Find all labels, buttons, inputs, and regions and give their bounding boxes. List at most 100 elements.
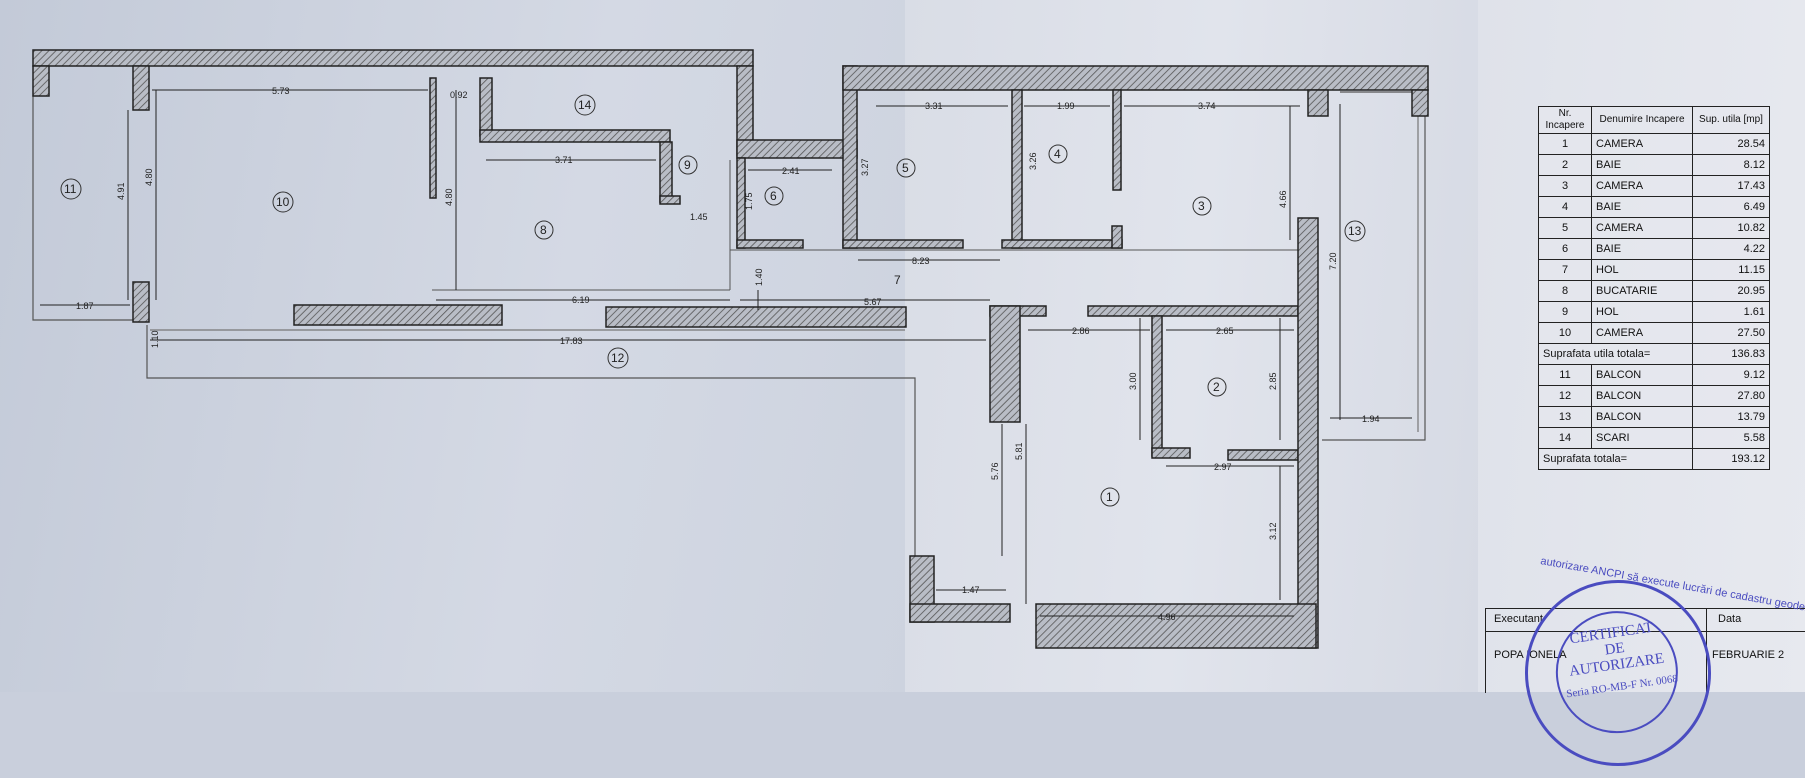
wall-5-left (842, 65, 858, 249)
total-value: 193.12 (1692, 448, 1770, 470)
cell-name: HOL (1591, 301, 1693, 323)
room-label-10: 10 (272, 191, 294, 213)
wall-top-left (32, 49, 754, 67)
cell-area: 9.12 (1692, 364, 1770, 386)
dim-label: 1.45 (690, 212, 708, 222)
paper-sheet-left (0, 0, 910, 692)
room-label-6: 6 (764, 186, 784, 206)
wall-col-lower (132, 281, 150, 323)
room-number: 4 (1054, 147, 1061, 161)
dim-label: 1.47 (962, 585, 980, 595)
room-number: 7 (894, 273, 901, 287)
cell-name: HOL (1591, 259, 1693, 281)
dimension-lines (40, 89, 1412, 617)
cell-nr: 11 (1538, 364, 1592, 386)
wall-bath-6-bottom (736, 239, 804, 249)
balcony-11-outline (32, 95, 133, 321)
room-number: 3 (1198, 199, 1205, 213)
cell-nr: 6 (1538, 238, 1592, 260)
header-suprafata: Sup. utila [mp] (1692, 106, 1770, 134)
room-number: 11 (64, 182, 77, 196)
interior-lines (432, 160, 1300, 291)
room-label-3: 3 (1192, 196, 1212, 216)
wall-top-right (842, 65, 1429, 91)
wall-col-upper (132, 65, 150, 111)
dim-label: 5.73 (272, 86, 290, 96)
room-label-8: 8 (534, 220, 554, 240)
room-number: 6 (770, 189, 777, 203)
total-row: Suprafata totala= 193.12 (1538, 448, 1770, 470)
cell-nr: 1 (1538, 133, 1592, 155)
room-label-12: 12 (607, 347, 629, 369)
subtotal-row: Suprafata utila totala= 136.83 (1538, 343, 1770, 365)
cell-area: 11.15 (1692, 259, 1770, 281)
cell-area: 28.54 (1692, 133, 1770, 155)
dim-label: 1.99 (1057, 101, 1075, 111)
cell-name: BALCON (1591, 364, 1693, 386)
wall-partition-10-8 (429, 77, 437, 199)
dim-label: 1.87 (76, 301, 94, 311)
dim-label: 4.96 (1158, 612, 1176, 622)
wall-2-top (1087, 305, 1299, 317)
executant-label: Executant (1494, 613, 1543, 625)
wall-front-left (293, 304, 503, 326)
dim-label: 5.67 (864, 297, 882, 307)
room-label-1: 1 (1100, 487, 1120, 507)
cell-area: 27.50 (1692, 322, 1770, 344)
dim-label: 1.40 (754, 268, 764, 286)
dim-label: 2.85 (1268, 372, 1278, 390)
dim-label: 2.86 (1072, 326, 1090, 336)
room-number: 10 (276, 195, 290, 209)
cell-nr: 3 (1538, 175, 1592, 197)
room-label-2: 2 (1207, 377, 1227, 397)
room-label-5: 5 (896, 158, 916, 178)
dim-label: 4.66 (1278, 190, 1288, 208)
cell-area: 10.82 (1692, 217, 1770, 239)
balcony-outlines (32, 91, 1426, 570)
dim-label: 3.00 (1128, 372, 1138, 390)
room-number: 12 (611, 351, 625, 365)
dim-label: 3.12 (1268, 522, 1278, 540)
walls (32, 49, 1429, 649)
cell-area: 8.12 (1692, 154, 1770, 176)
dim-label: 5.76 (990, 462, 1000, 480)
wall-1-bottom-right (1035, 603, 1317, 649)
cell-area: 13.79 (1692, 406, 1770, 428)
dim-label: 0.92 (450, 90, 468, 100)
cell-name: BAIE (1591, 154, 1693, 176)
cell-name: CAMERA (1591, 322, 1693, 344)
dimension-labels: 5.73 0.92 3.31 1.99 3.74 4.91 4.80 4.80 … (76, 86, 1380, 622)
cell-nr: 5 (1538, 217, 1592, 239)
table-header-row: Nr. Incapere Denumire Incapere Sup. util… (1538, 106, 1770, 134)
dim-label: 3.31 (925, 101, 943, 111)
cell-area: 6.49 (1692, 196, 1770, 218)
cell-nr: 12 (1538, 385, 1592, 407)
room-label-4: 4 (1048, 144, 1068, 164)
cell-name: BALCON (1591, 406, 1693, 428)
dim-label: 2.97 (1214, 462, 1232, 472)
cell-area: 17.43 (1692, 175, 1770, 197)
title-block: Executant Data POPA IONELA FEBRUARIE 2 (1485, 608, 1805, 693)
title-block-column-divider (1706, 609, 1707, 693)
cell-name: CAMERA (1591, 133, 1693, 155)
cell-nr: 13 (1538, 406, 1592, 428)
dim-label: 2.41 (782, 166, 800, 176)
header-nr: Nr. Incapere (1538, 106, 1592, 134)
subtotal-value: 136.83 (1692, 343, 1770, 365)
wall-stair-left (479, 77, 493, 137)
room-number: 2 (1213, 380, 1220, 394)
cell-name: BUCATARIE (1591, 280, 1693, 302)
dim-label: 3.71 (555, 155, 573, 165)
room-label-7: 7 (894, 273, 901, 287)
executant-name: POPA IONELA (1494, 649, 1567, 661)
room-label-9: 9 (678, 155, 698, 175)
